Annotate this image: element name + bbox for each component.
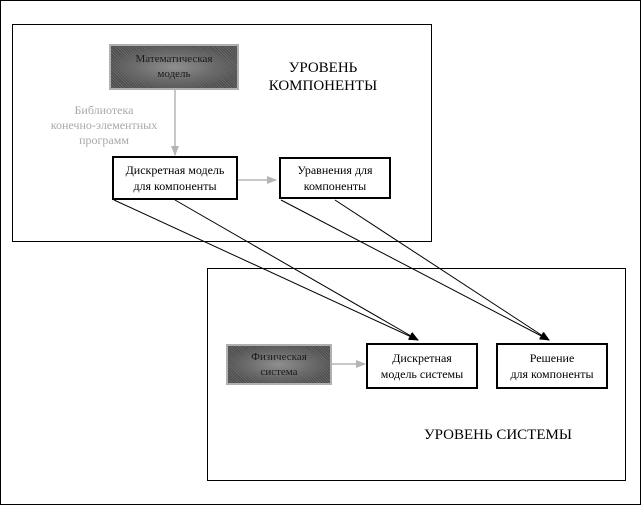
solution-box: Решение для компоненты	[496, 343, 608, 389]
arrow-equations-to-solution-1	[280, 199, 550, 341]
component-level-title: УРОВЕНЬ КОМПОНЕНТЫ	[268, 60, 378, 94]
arrow-discrete-to-system-model-1	[113, 199, 419, 341]
system-level-title: УРОВЕНЬ СИСТЕМЫ	[424, 427, 572, 443]
fe-library-label: Библиотека конечно-элементных программ	[50, 103, 158, 147]
physical-system-box: Физическая система	[226, 344, 332, 385]
component-equations-box: Уравнения для компоненты	[279, 157, 391, 199]
discrete-component-model-box: Дискретная модель для компоненты	[112, 156, 238, 200]
arrow-discrete-to-system-model-2	[174, 199, 419, 341]
arrow-equations-to-solution-2	[334, 199, 550, 341]
discrete-system-model-box: Дискретная модель системы	[366, 343, 478, 389]
math-model-box: Математическая модель	[109, 44, 239, 90]
